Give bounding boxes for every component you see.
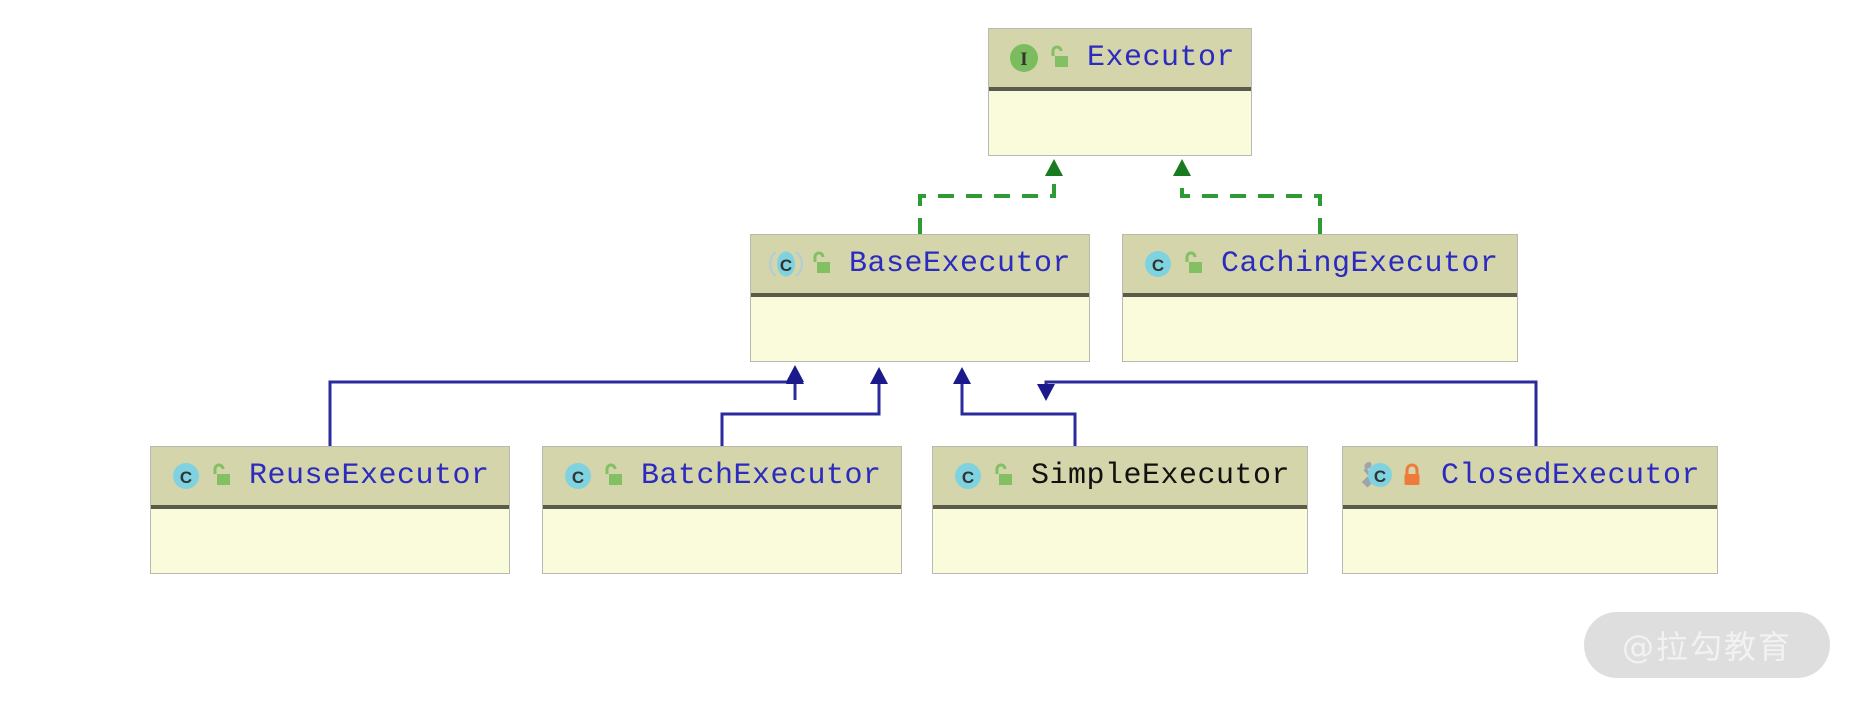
- uml-class-node-simple-executor[interactable]: C SimpleExecutor: [932, 446, 1308, 574]
- uml-class-name: ReuseExecutor: [249, 459, 490, 493]
- interface-icon: I: [1007, 41, 1041, 75]
- static-nested-class-icon: C: [1361, 459, 1395, 493]
- unlocked-padlock-icon: [1175, 251, 1221, 277]
- edge-reuse-extends-base: [328, 365, 804, 446]
- unlocked-padlock-icon: [203, 463, 249, 489]
- svg-text:C: C: [962, 468, 974, 487]
- uml-node-members: [1343, 509, 1717, 571]
- watermark-text: @拉勾教育: [1621, 628, 1792, 666]
- locked-padlock-icon: [1395, 463, 1441, 489]
- svg-text:C: C: [180, 468, 192, 487]
- uml-class-node-base-executor[interactable]: C BaseExecutor: [750, 234, 1090, 362]
- uml-node-header: C SimpleExecutor: [933, 447, 1307, 509]
- svg-text:C: C: [572, 468, 584, 487]
- unlocked-padlock-icon: [803, 251, 849, 277]
- edge-simple-extends-base: [953, 367, 1077, 446]
- uml-class-node-reuse-executor[interactable]: C ReuseExecutor: [150, 446, 510, 574]
- edge-caching-implements-executor: [1173, 159, 1322, 234]
- uml-node-members: [989, 91, 1251, 153]
- uml-node-header: I Executor: [989, 29, 1251, 91]
- uml-class-name: SimpleExecutor: [1031, 459, 1291, 493]
- uml-node-header: C ReuseExecutor: [151, 447, 509, 509]
- uml-node-members: [543, 509, 901, 571]
- edge-batch-extends-base: [720, 367, 888, 446]
- svg-text:I: I: [1020, 49, 1027, 70]
- class-icon: C: [1141, 247, 1175, 281]
- uml-node-members: [151, 509, 509, 571]
- class-icon: C: [561, 459, 595, 493]
- unlocked-padlock-icon: [1041, 45, 1087, 71]
- uml-node-members: [1123, 297, 1517, 359]
- uml-node-header: C CachingExecutor: [1123, 235, 1517, 297]
- uml-class-name: ClosedExecutor: [1441, 459, 1701, 493]
- uml-class-name: Executor: [1087, 41, 1236, 75]
- unlocked-padlock-icon: [985, 463, 1031, 489]
- uml-class-name: BatchExecutor: [641, 459, 882, 493]
- uml-class-name: BaseExecutor: [849, 247, 1072, 281]
- edge-closed-extends-base: [1037, 380, 1538, 446]
- svg-text:C: C: [780, 256, 792, 275]
- abstract-class-icon: C: [769, 247, 803, 281]
- uml-node-header: C BaseExecutor: [751, 235, 1089, 297]
- uml-class-node-batch-executor[interactable]: C BatchExecutor: [542, 446, 902, 574]
- uml-class-node-executor[interactable]: I Executor: [988, 28, 1252, 156]
- class-icon: C: [169, 459, 203, 493]
- unlocked-padlock-icon: [595, 463, 641, 489]
- class-icon: C: [951, 459, 985, 493]
- svg-text:C: C: [1374, 467, 1386, 486]
- edge-base-implements-executor: [918, 159, 1063, 234]
- uml-node-header: C ClosedExecutor: [1343, 447, 1717, 509]
- uml-class-node-caching-executor[interactable]: C CachingExecutor: [1122, 234, 1518, 362]
- uml-node-header: C BatchExecutor: [543, 447, 901, 509]
- uml-class-node-closed-executor[interactable]: C ClosedExecutor: [1342, 446, 1718, 574]
- svg-text:C: C: [1152, 256, 1164, 275]
- uml-node-members: [933, 509, 1307, 571]
- watermark-badge: @拉勾教育: [1584, 612, 1830, 678]
- uml-node-members: [751, 297, 1089, 359]
- uml-class-name: CachingExecutor: [1221, 247, 1499, 281]
